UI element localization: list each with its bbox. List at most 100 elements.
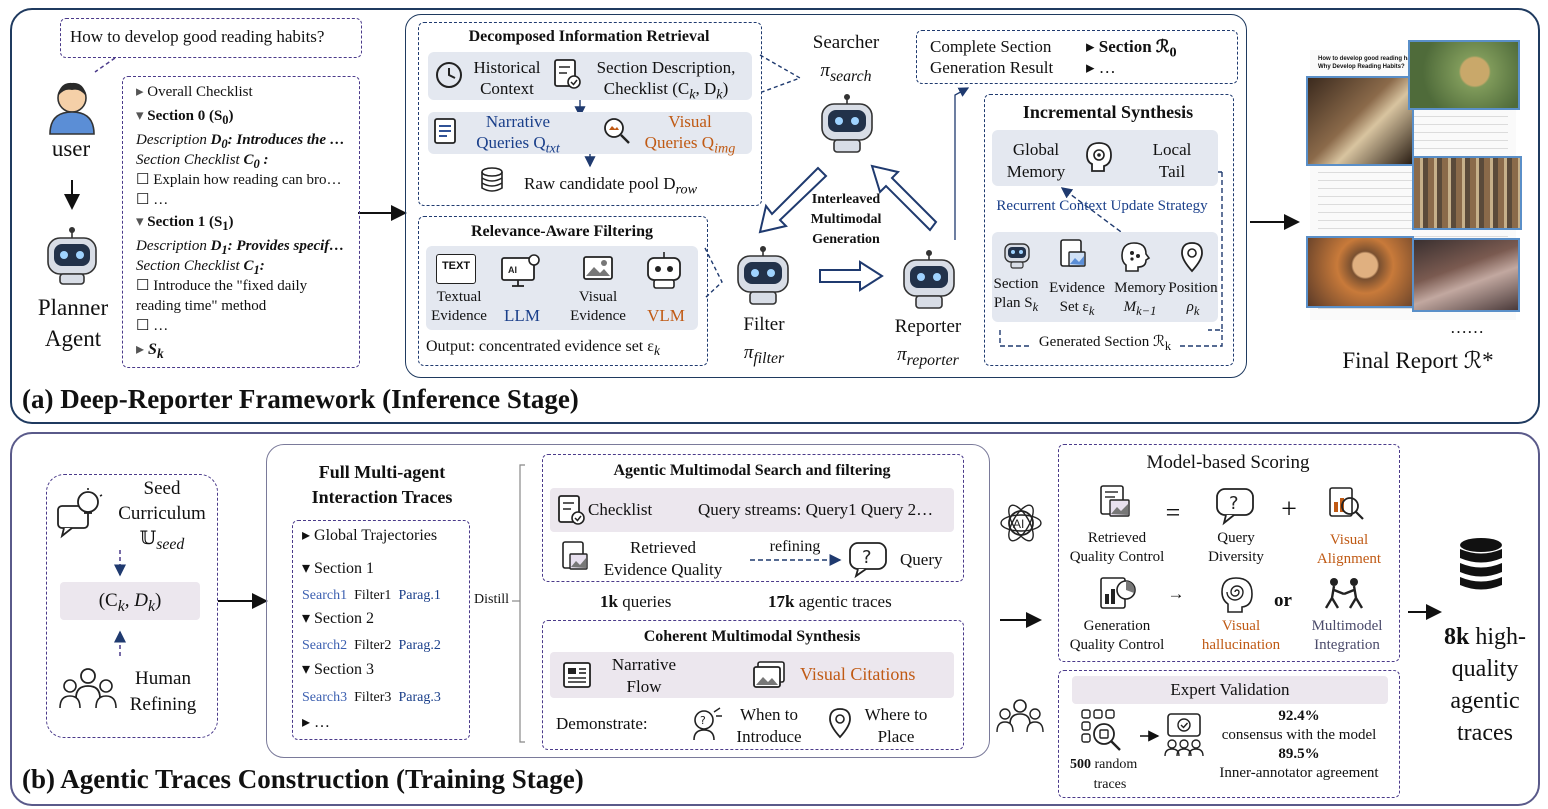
local-tail-1: Local: [1152, 140, 1192, 159]
retrieval-context-row: [428, 52, 752, 100]
filtering-box: [418, 216, 708, 366]
narrative-row: [550, 652, 954, 698]
trace-section-1: ▾ Section 1: [302, 560, 375, 577]
trace-row-3: Search3 Filter3 Parag.3: [302, 690, 441, 705]
or-label: or: [1274, 590, 1292, 611]
report-image-1: [1306, 76, 1414, 166]
narrative-queries-1: Narrative: [485, 112, 551, 131]
synthesis-title: Incremental Synthesis: [1022, 102, 1194, 122]
narrative-doc-icon: [434, 118, 456, 144]
checklist-text: Checklist: [588, 500, 653, 519]
generation-qc-1: Generation: [1083, 618, 1151, 634]
memory-1: Memory: [1114, 280, 1166, 296]
trace-section-2: ▾ Section 2: [302, 610, 375, 627]
agreement-label: Inner-annotator agreement: [1219, 765, 1379, 781]
multimodel-integration-icon: [1324, 578, 1364, 609]
seed-2: Curriculum: [118, 503, 206, 524]
image-search-icon: [604, 118, 630, 144]
generated-section: Generated Section ℛk: [1038, 334, 1172, 353]
planner-robot-icon: [47, 227, 97, 285]
retrieval-box: [418, 22, 762, 206]
searcher-pi: πsearch: [820, 60, 872, 85]
complete-section-1: Complete Section: [930, 37, 1052, 56]
visual-evidence-1: Visual: [578, 289, 618, 305]
report-image-2: [1408, 40, 1520, 110]
visual-evidence-2: Evidence: [570, 308, 626, 324]
svg-text:AI: AI: [1013, 517, 1024, 531]
position-2: ρk: [1186, 299, 1200, 318]
when-1: When to: [739, 705, 799, 724]
retrieved-2: Evidence Quality: [603, 560, 723, 579]
result-section-0: ▸ Section ℛ0: [1086, 37, 1177, 61]
historical-context-2: Context: [480, 79, 534, 98]
history-icon: [436, 62, 462, 88]
visual-alignment-2: Alignment: [1316, 551, 1382, 567]
narrative-flow-2: Flow: [626, 677, 662, 696]
visual-hallucination-2: hallucination: [1201, 637, 1281, 653]
consensus-group-icon: [1164, 713, 1204, 757]
checklist-item1-l1: ☐ Introduce the "fixed daily: [136, 278, 308, 294]
global-memory-1: Global: [1012, 140, 1060, 159]
consensus-label: consensus with the model: [1221, 727, 1377, 743]
narrative-queries-2: Queries Qtxt: [476, 133, 560, 157]
planner-label-2: Agent: [44, 326, 102, 351]
refining-label: refining: [769, 538, 821, 555]
hollow-arrow-reporter-to-searcher: [870, 164, 938, 232]
ai-brain-icon: AI: [1000, 504, 1042, 542]
retrieved-qc-icon: [1100, 485, 1130, 517]
local-tail-2: Tail: [1158, 162, 1186, 181]
recurrent-strategy: Recurrent Context Update Strategy: [996, 198, 1208, 214]
retrieved-qc-2: Quality Control: [1069, 549, 1165, 565]
complete-section-2: Generation Result: [930, 58, 1054, 77]
interleaved-1: Interleaved: [811, 192, 881, 207]
memory-head-icon: [1121, 242, 1151, 272]
checklist-overall: ▸ Overall Checklist: [136, 84, 253, 100]
checklist-sk: ▸ Sk: [136, 341, 164, 362]
position-1: Position: [1168, 280, 1218, 296]
final-report-label: Final Report ℛ*: [1342, 348, 1494, 373]
synthesis-box: [984, 94, 1234, 366]
trace-more: ▸ …: [302, 714, 331, 731]
checklist-item0: ☐ Explain how reading can bro…: [136, 172, 342, 188]
curriculum-box: [46, 474, 218, 738]
random-traces-2: traces: [1093, 777, 1127, 792]
expert-group-icon: [996, 699, 1044, 733]
random-traces-1: 500 random: [1070, 757, 1138, 772]
search-filter-title: Agentic Multimodal Search and filtering: [613, 462, 891, 479]
filtering-output: Output: concentrated evidence set εk: [426, 338, 660, 359]
section-description-1: Section Description,: [596, 58, 736, 77]
query-diversity-icon: ?: [1216, 488, 1254, 526]
ck-dk-label: (Ck, Dk): [98, 590, 162, 615]
visual-queries-2: Queries Qimg: [644, 133, 736, 157]
small-arrow: →: [1167, 584, 1185, 603]
visual-queries-1: Visual: [668, 112, 712, 131]
text-badge-icon: TEXT: [436, 254, 476, 284]
expert-title: Expert Validation: [1170, 680, 1290, 699]
narrative-flow-1: Narrative: [611, 655, 677, 674]
reporter-robot-icon: [903, 250, 955, 309]
query-diversity-1: Query: [1217, 530, 1255, 546]
plus-sign: +: [1281, 494, 1297, 525]
memory-2: Mk−1: [1123, 299, 1157, 318]
filter-robot-icon: [737, 246, 789, 305]
result-line-2: quality: [1451, 656, 1519, 682]
vlm-robot-icon: [647, 252, 681, 289]
result-more: ▸ …: [1086, 58, 1116, 77]
checklist-desc1: Description D1: Provides specif…: [136, 238, 345, 257]
consensus-pct: 92.4%: [1278, 708, 1320, 724]
expert-validation-box: [1058, 670, 1400, 798]
filtering-title: Relevance-Aware Filtering: [470, 223, 653, 240]
user-label: user: [51, 136, 91, 161]
checklist-box: [122, 76, 360, 368]
retrieval-queries-row: [428, 112, 752, 154]
multimodel-integration-2: Integration: [1314, 637, 1380, 653]
search-filter-box: [542, 454, 964, 582]
global-memory-2: Memory: [1006, 162, 1066, 181]
synthesis-bottom-box: [542, 620, 964, 750]
user-question: How to develop good reading habits?: [70, 27, 325, 46]
synth-title: Coherent Multimodal Synthesis: [643, 628, 861, 645]
report-image-5: [1412, 238, 1520, 312]
vlm-label: VLM: [647, 306, 685, 325]
query-label: Query: [900, 550, 943, 569]
